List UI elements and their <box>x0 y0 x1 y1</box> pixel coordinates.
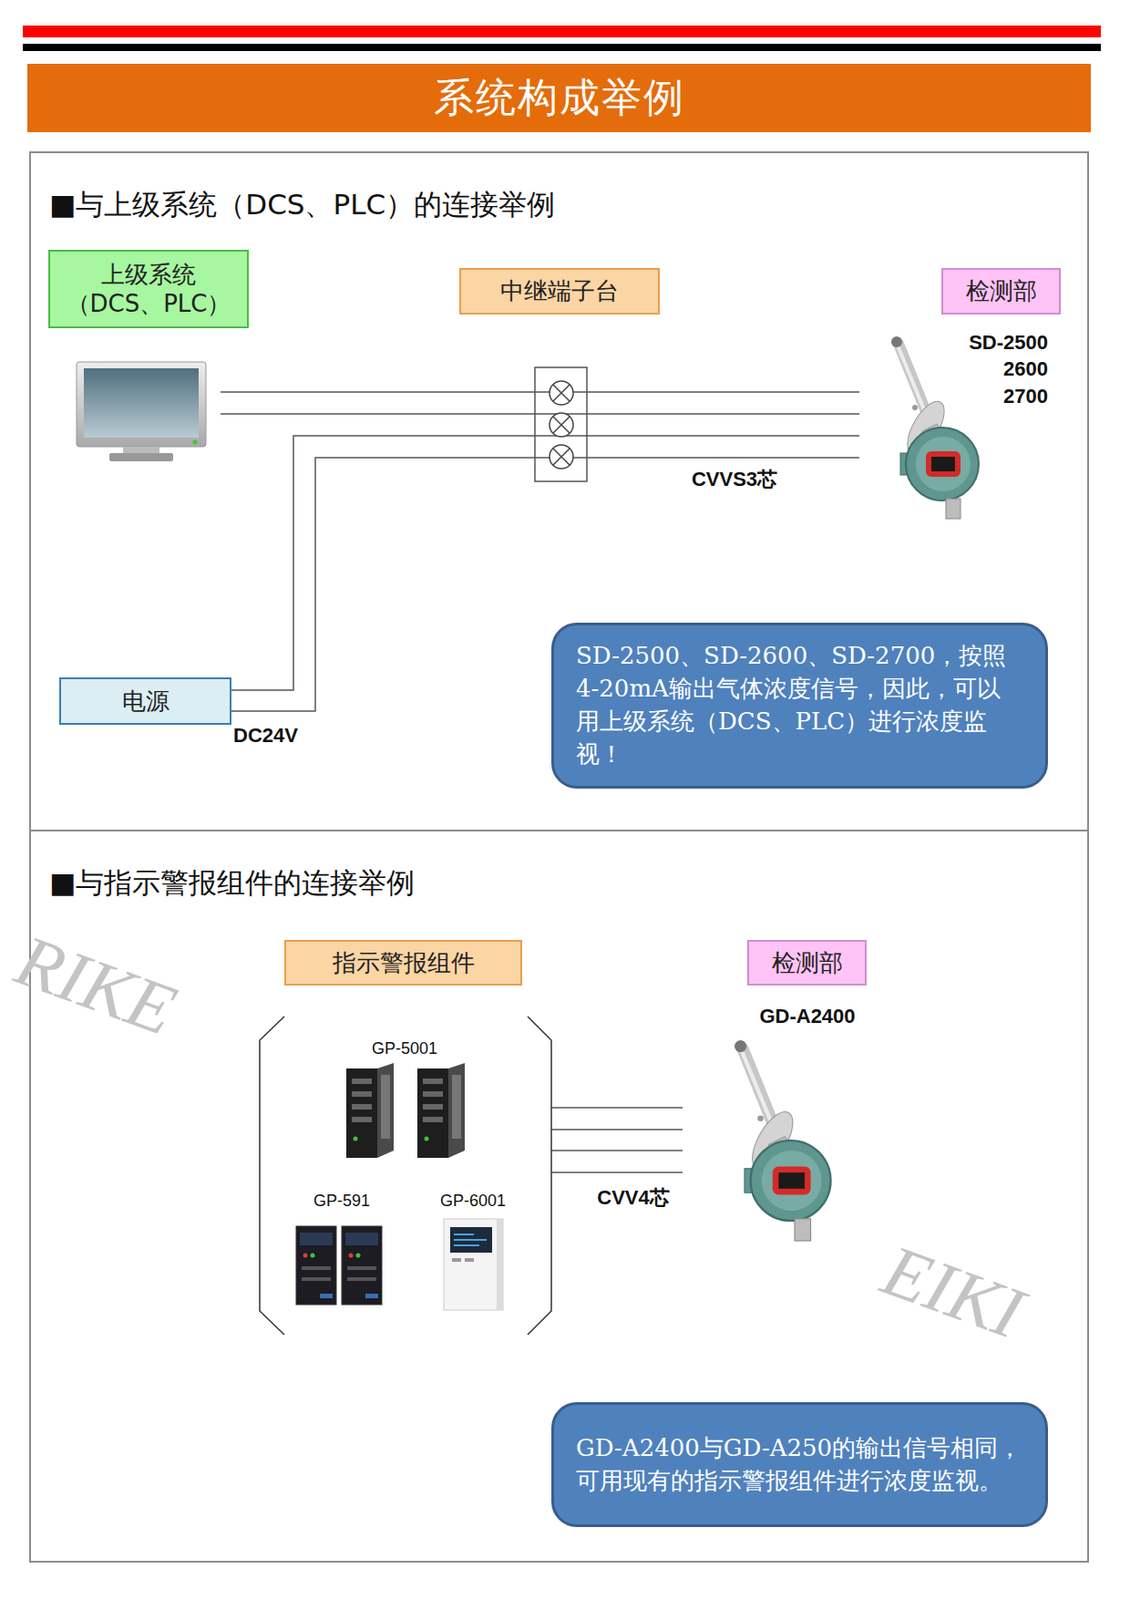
voltage-label: DC24V <box>233 723 298 747</box>
black-stripe <box>22 43 1101 52</box>
model-name: GP-5001 <box>371 1038 438 1059</box>
monitor-screen <box>83 368 199 438</box>
terminal <box>549 412 574 437</box>
title-band <box>27 63 1091 133</box>
box-text: 电源 <box>122 686 170 717</box>
box-text: 中继端子台 <box>500 276 619 307</box>
unit-side <box>496 1218 504 1310</box>
unit-display <box>450 1226 493 1253</box>
terminal-cross <box>553 416 570 433</box>
section-heading: ■与上级系统（DCS、PLC）的连接举例 <box>49 187 1088 222</box>
model-name: 2600 <box>1003 357 1048 381</box>
callout-box: SD-2500、SD-2600、SD-2700，按照4-20mA输出气体浓度信号… <box>551 622 1048 789</box>
terminal-box: 中继端子台 <box>459 267 660 315</box>
box-text: SD-2500、SD-2600、SD-2700，按照4-20mA输出气体浓度信号… <box>575 639 1024 771</box>
watermark: EIKI <box>872 1227 1035 1356</box>
monitor-stand <box>123 446 160 454</box>
gp6001-unit <box>443 1218 504 1310</box>
unit-key <box>452 1257 462 1262</box>
bracket <box>259 1016 552 1335</box>
wire <box>220 390 860 393</box>
wire <box>551 1171 683 1173</box>
model-name: GP-6001 <box>440 1191 506 1211</box>
cable-label: CVVS3芯 <box>691 467 778 491</box>
detector-box: 检测部 <box>747 939 867 986</box>
power-box: 电源 <box>59 677 232 725</box>
detector-box: 检测部 <box>941 267 1061 315</box>
terminal-cross <box>553 384 570 401</box>
detector-figure <box>734 1039 832 1241</box>
terminal-block <box>534 367 587 482</box>
bracket-right <box>527 1016 552 1335</box>
section-frame: ■与指示警报组件的连接举例指示警报组件 检测部 GD-A2400与GD-A250的输… <box>29 829 1089 1562</box>
section-heading: ■与指示警报组件的连接举例 <box>49 865 1088 900</box>
wire <box>551 1106 683 1109</box>
system-box: 上级系统 （DCS、PLC） <box>48 249 249 329</box>
model-name: 2700 <box>1003 384 1048 408</box>
section-frame: ■与上级系统（DCS、PLC）的连接举例上级系统 （DCS、PLC） 中继端子台 检… <box>29 151 1089 832</box>
alarm-unit-box: 指示警报组件 <box>284 939 523 986</box>
gp5001-unit <box>417 1062 465 1158</box>
terminal-frame <box>534 367 587 482</box>
model-name: SD-2500 <box>968 330 1048 354</box>
wire <box>551 1128 683 1130</box>
terminal <box>549 380 574 405</box>
box-text: 指示警报组件 <box>332 947 475 978</box>
monitor-figure <box>76 361 206 462</box>
box-text: 检测部 <box>771 947 843 978</box>
gp5001-unit <box>346 1062 394 1158</box>
bracket-left <box>259 1016 285 1335</box>
box-text: 检测部 <box>965 276 1038 307</box>
terminal <box>549 444 574 469</box>
cable-label: CVV4芯 <box>596 1185 669 1209</box>
monitor-led <box>193 440 198 445</box>
page-title: 系统构成举例 <box>27 63 1091 133</box>
wires <box>551 1107 683 1172</box>
wire <box>220 412 860 415</box>
display-lines <box>453 1233 487 1245</box>
model-name: GD-A2400 <box>759 1004 855 1028</box>
callout-box: GD-A2400与GD-A250的输出信号相同，可用现有的指示警报组件进行浓度监… <box>551 1401 1048 1527</box>
detector-figure <box>891 336 979 519</box>
gp591-unit <box>341 1225 382 1305</box>
monitor-base <box>109 452 174 462</box>
unit-body <box>443 1218 504 1310</box>
terminal-cross <box>553 448 570 465</box>
model-name: GP-591 <box>313 1191 370 1211</box>
box-text: 上级系统 （DCS、PLC） <box>62 259 235 319</box>
gp591-unit <box>296 1225 337 1305</box>
red-stripe <box>22 25 1101 38</box>
wire <box>551 1149 683 1151</box>
unit-key <box>464 1257 474 1262</box>
box-text: GD-A2400与GD-A250的输出信号相同，可用现有的指示警报组件进行浓度监… <box>575 1431 1024 1498</box>
watermark: RIKE <box>5 917 186 1052</box>
monitor-bezel <box>76 361 206 447</box>
